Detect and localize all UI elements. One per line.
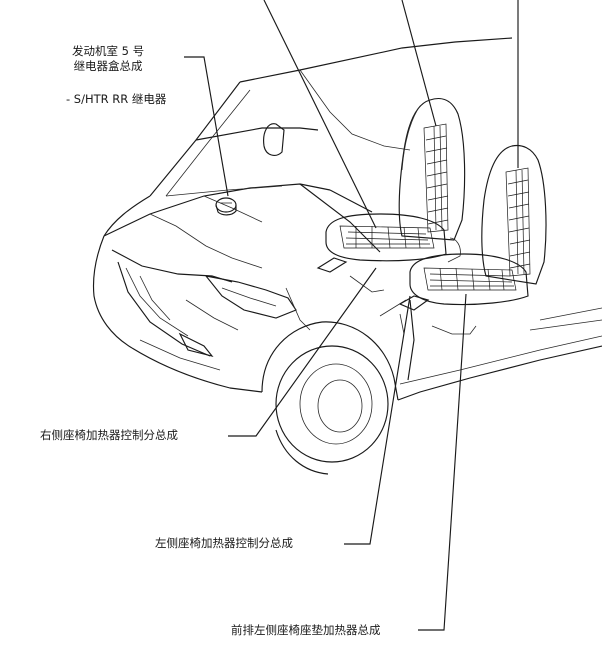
front-left-seat-cushion-heater-label: 前排左侧座椅座垫加热器总成: [231, 623, 381, 637]
left-seat-heater-control-label: 左侧座椅加热器控制分总成: [155, 536, 293, 550]
left-front-seat: [398, 144, 547, 335]
car-body: [92, 37, 602, 475]
right-seat-heater-control-label: 右侧座椅加热器控制分总成: [40, 428, 178, 442]
leader-lines: [184, 0, 519, 631]
right-front-seat: [316, 97, 466, 293]
relay-box-label: 发动机室 5 号 继电器盒总成: [72, 44, 145, 73]
relay-label: - S/HTR RR 继电器: [66, 92, 167, 106]
